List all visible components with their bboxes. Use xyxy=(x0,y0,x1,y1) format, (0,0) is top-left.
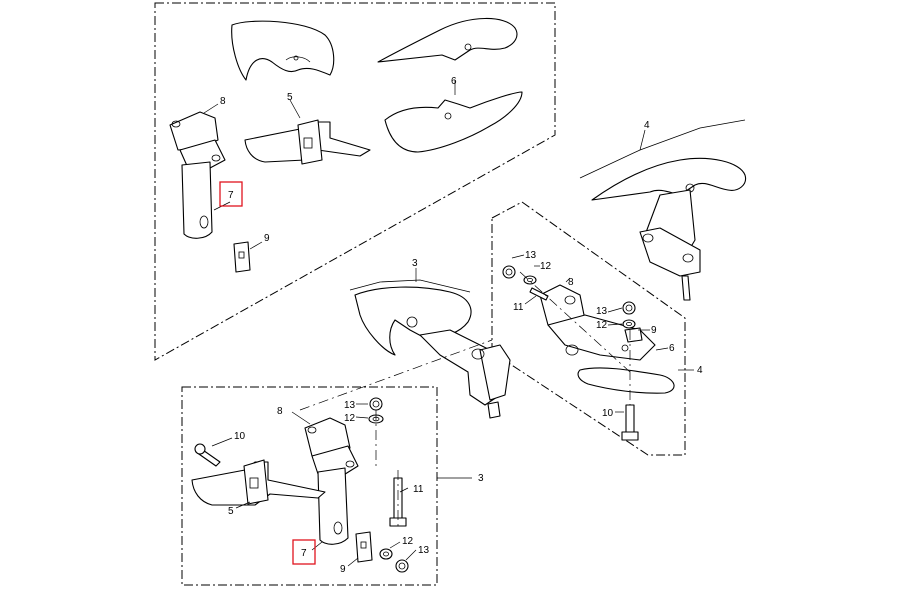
callout-bottom-13b: 13 xyxy=(418,545,430,556)
callout-bottom-7: 7 xyxy=(301,548,307,559)
top-group-frame xyxy=(154,2,556,361)
callout-right-6: 6 xyxy=(669,343,675,354)
part-5-guard-top xyxy=(231,20,371,165)
callout-bottom-12b: 12 xyxy=(402,536,414,547)
part-8-clamp-right xyxy=(539,284,675,394)
part-6-blade-top xyxy=(377,17,523,153)
callout-bottom-8: 8 xyxy=(277,406,283,417)
part-4-assembly-top xyxy=(579,119,747,301)
callout-top-8: 8 xyxy=(220,96,226,107)
highlight-box-top-7 xyxy=(219,181,243,207)
callout-right-12b: 12 xyxy=(596,320,608,331)
callout-bottom-12: 12 xyxy=(344,413,356,424)
highlight-box-bottom-7 xyxy=(292,539,316,565)
part-3-assembly-middle xyxy=(349,268,511,419)
callout-top-9: 9 xyxy=(264,233,270,244)
callout-right-13b: 13 xyxy=(596,306,608,317)
callout-top-7: 7 xyxy=(228,190,234,201)
callout-right-13: 13 xyxy=(525,250,537,261)
callout-top-5: 5 xyxy=(287,92,293,103)
callout-right-4-top: 4 xyxy=(644,120,650,131)
callout-top-6: 6 xyxy=(451,76,457,87)
callout-bottom-10: 10 xyxy=(234,431,246,442)
callout-bottom-5: 5 xyxy=(228,506,234,517)
callout-bottom-13: 13 xyxy=(344,400,356,411)
callout-bottom-9: 9 xyxy=(340,564,346,575)
callout-right-10: 10 xyxy=(602,408,614,419)
part-9-shim-top xyxy=(233,241,251,273)
right-group-frame xyxy=(491,201,686,456)
callout-bottom-3-side: 3 xyxy=(478,473,484,484)
callout-right-9: 9 xyxy=(651,325,657,336)
part-8-clamp-top xyxy=(169,111,226,239)
bottom-group-frame xyxy=(181,386,438,586)
callout-bottom-11: 11 xyxy=(413,484,424,495)
callout-right-11: 11 xyxy=(513,302,524,313)
fastener-stack-right xyxy=(502,265,639,441)
callout-right-4-side: 4 xyxy=(697,365,703,376)
part-5-guard-bottom xyxy=(191,459,326,506)
callout-middle-3: 3 xyxy=(412,258,418,269)
callout-right-8: 8 xyxy=(568,277,574,288)
callout-right-12: 12 xyxy=(540,261,552,272)
part-8-clamp-bottom xyxy=(304,417,359,545)
